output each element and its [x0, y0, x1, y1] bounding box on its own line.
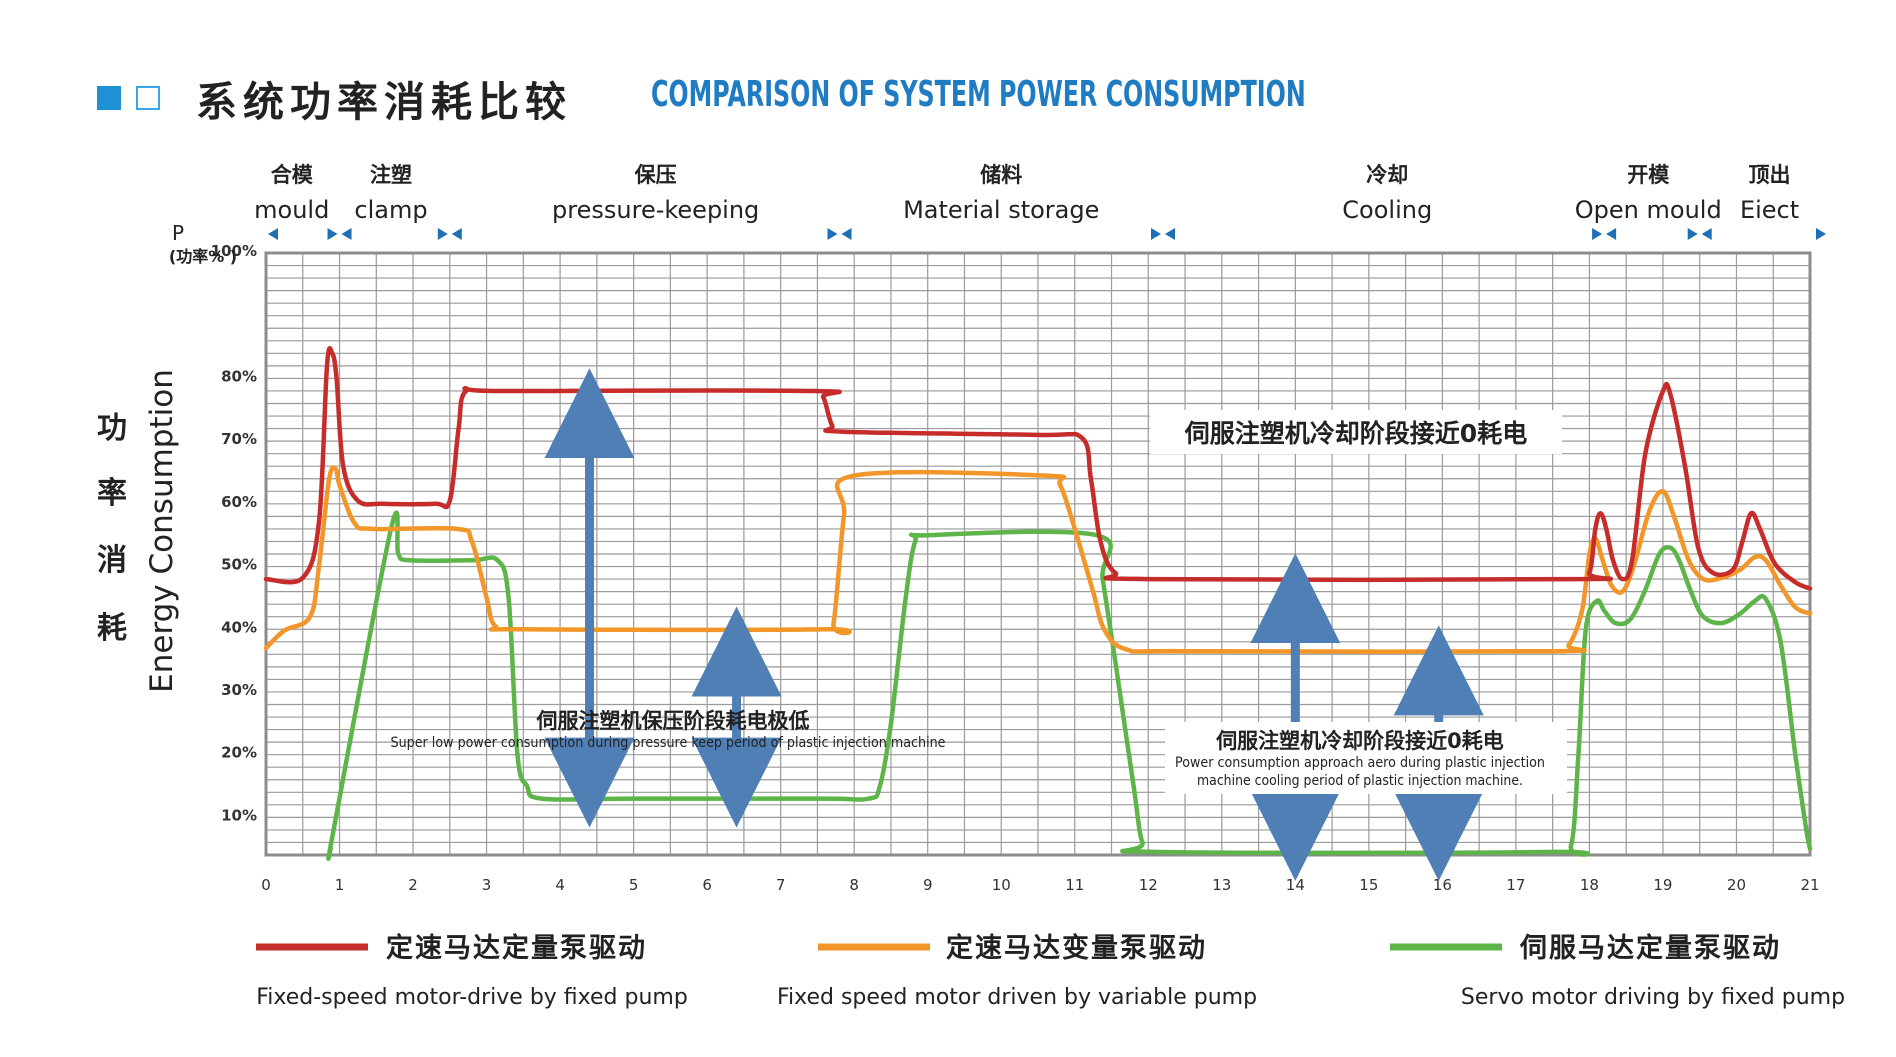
annotation-cooling-cn: 伺服注塑机冷却阶段接近0耗电 — [1215, 729, 1504, 753]
x-tick-label: 19 — [1653, 876, 1672, 894]
phase-label-en: Open mould — [1575, 196, 1722, 224]
phase-marker-end — [1816, 228, 1826, 240]
series-line-fixed-speed-variable-pump — [263, 465, 1813, 654]
phase-boundary-marker — [1164, 228, 1175, 240]
y-tick-label: 70% — [221, 430, 257, 448]
x-tick-label: 14 — [1286, 876, 1305, 894]
x-tick-label: 10 — [992, 876, 1011, 894]
annotation-pressure-en: Super low power consumption during press… — [391, 735, 946, 751]
y-tick-label: 10% — [221, 806, 257, 824]
phase-boundary-marker — [1701, 228, 1712, 240]
x-tick-label: 2 — [408, 876, 418, 894]
phase-label-cn: 开模 — [1627, 163, 1670, 187]
phase-boundary-marker — [451, 228, 462, 240]
legend-fixed-speed-fixed-pump-label-en: Fixed-speed motor-drive by fixed pump — [256, 985, 688, 1010]
series-line-fixed-speed-fixed-pump — [263, 345, 1813, 591]
phase-boundary-marker — [1606, 228, 1617, 240]
phase-label-en: Material storage — [903, 196, 1099, 224]
phase-label-cn: 注塑 — [370, 163, 412, 187]
phase-label-cn: 合模 — [271, 163, 314, 187]
x-tick-label: 1 — [335, 876, 345, 894]
x-tick-label: 8 — [849, 876, 859, 894]
annotation-cooling-top-cn: 伺服注塑机冷却阶段接近0耗电 — [1184, 419, 1527, 448]
x-tick-label: 6 — [702, 876, 712, 894]
y-axis-symbol: P — [172, 221, 184, 245]
phase-marker-start — [268, 228, 278, 240]
x-tick-label: 13 — [1212, 876, 1231, 894]
annotation-cooling-en-line2: machine cooling period of plastic inject… — [1197, 773, 1523, 789]
phase-label-en: mould — [254, 196, 329, 224]
x-tick-label: 18 — [1580, 876, 1599, 894]
series-line-servo-fixed-pump — [326, 510, 1813, 861]
phase-boundary-marker — [1592, 228, 1603, 240]
x-tick-label: 16 — [1433, 876, 1452, 894]
phase-boundary-marker — [1150, 228, 1161, 240]
phase-label-en: clamp — [354, 196, 427, 224]
y-tick-label: 20% — [221, 744, 257, 762]
annotation-pressure-cn: 伺服注塑机保压阶段耗电极低 — [536, 709, 810, 733]
x-tick-label: 11 — [1065, 876, 1084, 894]
phase-boundary-marker — [1687, 228, 1698, 240]
y-tick-label: 40% — [221, 618, 257, 636]
annotation-cooling-en-line1: Power consumption approach aero during p… — [1175, 755, 1545, 771]
x-tick-label: 17 — [1506, 876, 1525, 894]
phase-label-en: Eiect — [1740, 196, 1799, 224]
legend-fixed-speed-variable-pump-label-cn: 定速马达变量泵驱动 — [946, 932, 1207, 964]
phase-label-cn: 储料 — [980, 163, 1022, 187]
legend-servo-fixed-pump-label-en: Servo motor driving by fixed pump — [1461, 985, 1845, 1010]
y-axis-label-cn-char: 率 — [97, 476, 127, 511]
y-tick-label: 50% — [221, 556, 257, 574]
phase-boundary-marker — [327, 228, 338, 240]
x-tick-label: 12 — [1139, 876, 1158, 894]
y-tick-label: 100% — [211, 242, 257, 260]
phase-label-cn: 冷却 — [1366, 163, 1408, 187]
y-tick-label: 30% — [221, 681, 257, 699]
legend-fixed-speed-fixed-pump-label-cn: 定速马达定量泵驱动 — [386, 932, 647, 964]
y-tick-label: 60% — [221, 493, 257, 511]
phase-boundary-marker — [841, 228, 852, 240]
phase-boundary-marker — [437, 228, 448, 240]
phase-boundary-marker — [341, 228, 352, 240]
legend-servo-fixed-pump-label-cn: 伺服马达定量泵驱动 — [1519, 932, 1781, 964]
y-axis-label-cn-char: 耗 — [97, 611, 127, 646]
y-axis-label-en: Energy Consumption — [144, 369, 180, 693]
annotation-bg — [1150, 410, 1562, 454]
x-tick-label: 9 — [923, 876, 933, 894]
phase-label-cn: 顶出 — [1749, 163, 1791, 187]
y-axis-label-cn-char: 消 — [97, 543, 127, 578]
x-tick-label: 7 — [776, 876, 786, 894]
x-tick-label: 4 — [555, 876, 565, 894]
phase-label-cn: 保压 — [634, 163, 677, 187]
page-title-chinese: 系统功率消耗比较 — [196, 78, 572, 126]
x-tick-label: 15 — [1359, 876, 1378, 894]
x-tick-label: 3 — [482, 876, 492, 894]
phase-boundary-marker — [827, 228, 838, 240]
title-square-filled — [97, 86, 121, 110]
title-square-outline — [136, 86, 160, 110]
x-tick-label: 20 — [1727, 876, 1746, 894]
y-axis-label-cn-char: 功 — [97, 411, 127, 446]
x-tick-label: 5 — [629, 876, 639, 894]
plot-frame — [264, 251, 1812, 857]
x-tick-label: 0 — [261, 876, 271, 894]
page-title-english: COMPARISON OF SYSTEM POWER CONSUMPTION — [651, 74, 1306, 115]
phase-label-en: Cooling — [1342, 196, 1432, 224]
legend-fixed-speed-variable-pump-label-en: Fixed speed motor driven by variable pum… — [777, 985, 1257, 1010]
y-axis-unit: (功率% ) — [169, 247, 237, 266]
x-tick-label: 21 — [1800, 876, 1819, 894]
phase-label-en: pressure-keeping — [552, 196, 759, 224]
annotation-bg — [1165, 722, 1567, 794]
y-tick-label: 80% — [221, 367, 257, 385]
